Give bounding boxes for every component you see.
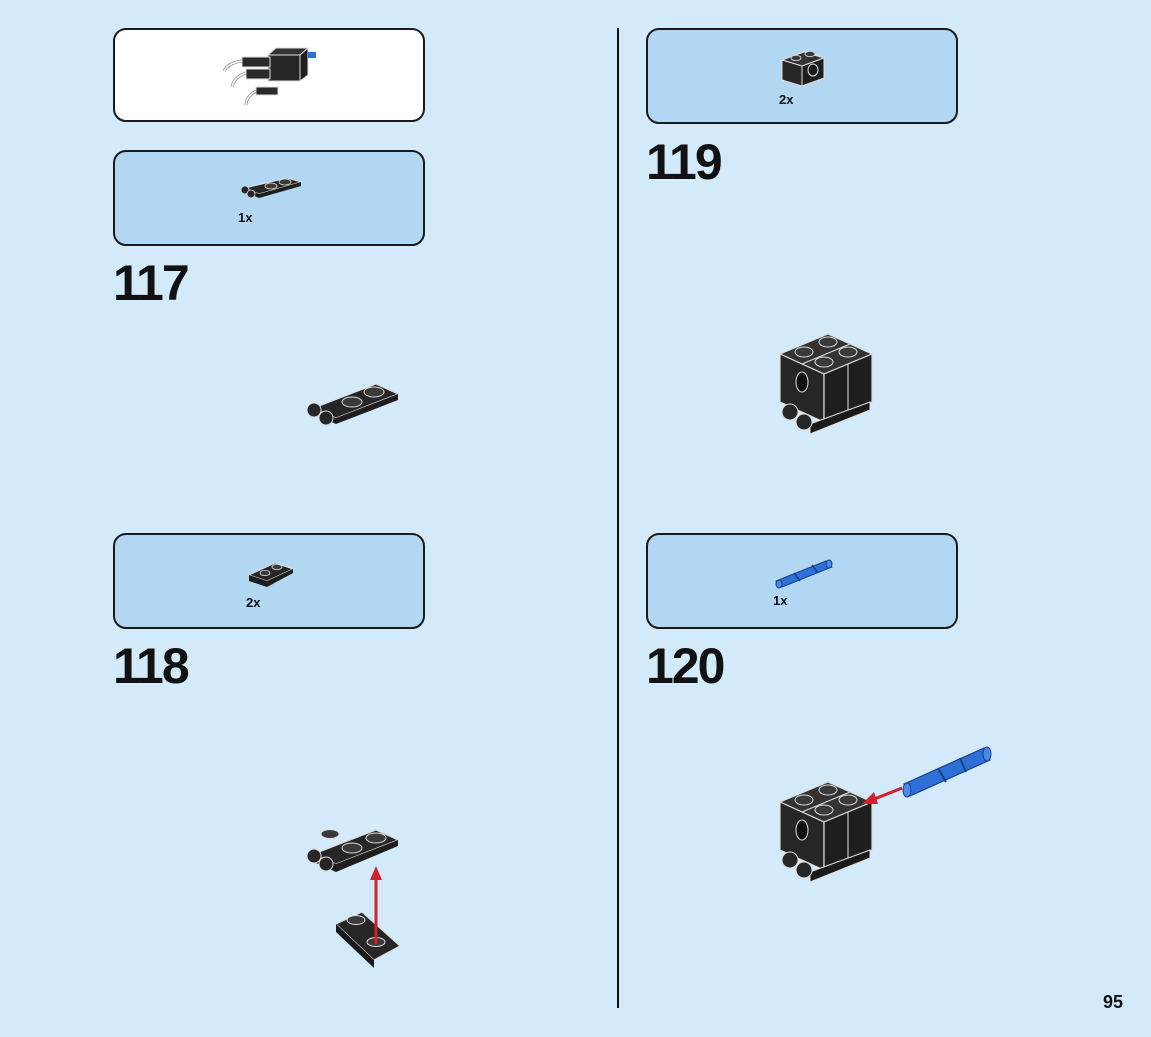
parts-panel-117: 1x — [113, 150, 425, 246]
part-quantity: 2x — [246, 595, 261, 610]
part-quantity: 1x — [238, 210, 253, 225]
step-number-120: 120 — [646, 638, 725, 694]
blue-technic-pin-icon — [775, 559, 833, 589]
step-120-assembly-icon — [778, 746, 992, 883]
step-number-118: 118 — [113, 638, 190, 694]
claw-subassembly-icon — [222, 46, 316, 106]
step-118-assembly-icon — [306, 829, 402, 968]
step-117-assembly-icon — [306, 383, 400, 426]
assembly-arrow — [871, 786, 903, 802]
step-number-119: 119 — [646, 134, 723, 190]
step-number-117: 117 — [113, 255, 190, 311]
subassembly-callout — [113, 28, 425, 122]
arrow-head — [862, 792, 878, 804]
step-119-assembly-icon — [778, 333, 874, 435]
parts-panel-118: 2x — [113, 533, 425, 629]
part-quantity: 1x — [773, 593, 788, 608]
page-number: 95 — [1102, 992, 1123, 1012]
part-quantity: 2x — [779, 92, 794, 107]
black-plate-modified-icon — [247, 562, 295, 587]
arrow-head — [370, 866, 382, 880]
black-plate-with-clip-icon — [240, 177, 303, 199]
column-divider — [617, 28, 619, 1008]
black-technic-brick-icon — [780, 51, 826, 87]
parts-panel-119: 2x — [646, 28, 958, 124]
parts-panel-120: 1x — [646, 533, 958, 629]
blue-pin — [903, 747, 991, 797]
